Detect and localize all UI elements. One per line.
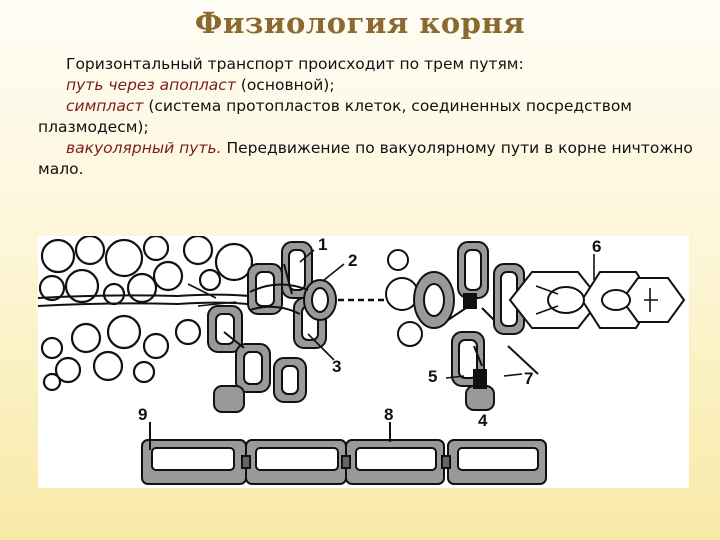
vessel-arrows <box>535 285 658 315</box>
endodermis-cells <box>207 241 337 413</box>
label-9: 9 <box>138 405 147 424</box>
vacuolar-line: вакуолярный путь. Передвижение по вакуол… <box>38 139 693 178</box>
vacuolar-term: вакуолярный <box>66 139 175 157</box>
label-6: 6 <box>592 237 601 256</box>
vacuolar-term-2: путь. <box>179 139 222 157</box>
right-cortex-cells <box>385 249 423 347</box>
root-transport-diagram: 1 2 3 4 5 6 7 8 9 <box>38 236 686 485</box>
label-pointers <box>299 249 595 379</box>
intro-line: Горизонтальный транспорт происходит по т… <box>66 55 524 73</box>
slide-title: Физиология корня <box>194 6 526 40</box>
label-3: 3 <box>332 357 341 376</box>
cortex-cells <box>38 236 254 392</box>
cell-row <box>141 439 547 485</box>
stele-line <box>507 345 539 375</box>
symplast-term: симпласт <box>66 97 144 115</box>
label-8: 8 <box>384 405 393 424</box>
apoplast-term: путь через апопласт <box>66 76 236 94</box>
root-transport-figure: 1 2 3 4 5 6 7 8 9 <box>38 236 689 488</box>
label-2: 2 <box>348 251 357 270</box>
label-5: 5 <box>428 367 437 386</box>
right-endodermis <box>413 241 525 411</box>
transport-arrows-left <box>223 263 309 349</box>
label-1: 1 <box>318 236 327 254</box>
label-7: 7 <box>524 369 533 388</box>
body-text: Горизонтальный транспорт происходит по т… <box>38 54 698 180</box>
apoplast-line: путь через апопласт (основной); <box>66 76 335 94</box>
transport-arrows-right <box>447 307 495 367</box>
label-4: 4 <box>478 411 488 430</box>
symplast-line: симпласт (система протопластов клеток, с… <box>38 97 633 136</box>
